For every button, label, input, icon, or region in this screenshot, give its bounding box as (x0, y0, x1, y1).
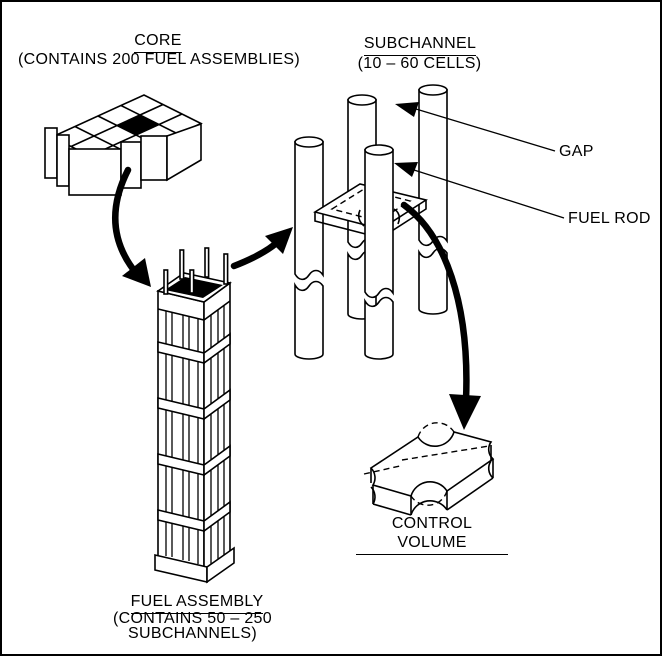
arrow-core-to-fuel-assembly (112, 166, 151, 287)
core-illustration (44, 94, 203, 196)
subchannel-illustration (294, 84, 448, 360)
core-title: CORE (102, 32, 214, 53)
control-volume-hidden-edges (363, 445, 490, 475)
fuel-rod-label: FUEL ROD (568, 210, 651, 227)
fuel-rod-front (364, 144, 394, 360)
control-volume-top-face (369, 431, 495, 497)
fuel-rod-callout-line (394, 162, 565, 219)
gap-label: GAP (559, 143, 594, 160)
control-volume-label-text: CONTROL VOLUME (356, 515, 508, 555)
fuel-assembly-subtitle-line1: (CONTAINS 50 – 250 (113, 610, 272, 627)
fuel-assembly-right-face (203, 281, 231, 575)
gap-callout-line (395, 102, 556, 152)
core-front-block-center (68, 148, 122, 196)
core-highlighted-assembly-cell (117, 115, 159, 135)
control-volume-hidden-arc-back (417, 422, 455, 438)
subchannel-subtitle: (10 – 60 CELLS) (357, 55, 482, 72)
fuel-assembly-title-text: FUEL ASSEMBLY (130, 593, 264, 614)
control-volume-label: CONTROL VOLUME (356, 515, 508, 555)
fuel-assembly-subtitle-line2: SUBCHANNELS) (128, 625, 257, 642)
fuel-assembly-channel-lines-left (165, 311, 199, 564)
fuel-assembly-left-face (157, 289, 205, 575)
core-front-step-1 (44, 127, 58, 179)
core-subtitle: (CONTAINS 200 FUEL ASSEMBLIES) (18, 51, 300, 68)
slab-rod-notch-arcs (357, 208, 401, 227)
control-volume-illustration (363, 422, 495, 516)
fuel-assembly-top-band (157, 300, 231, 321)
core-right-side-face (166, 122, 202, 182)
core-title-text: CORE (134, 32, 182, 53)
arrow-fuel-assembly-to-subchannel (230, 227, 293, 270)
fuel-assembly-illustration (154, 247, 235, 584)
fuel-rod-left (294, 136, 324, 360)
control-volume-hidden-arc-front (410, 490, 448, 506)
subchannel-title: SUBCHANNEL (355, 35, 485, 56)
arrow-subchannel-to-control-volume (400, 201, 481, 430)
fuel-assembly-base-side (206, 546, 235, 584)
core-front-step-2 (56, 134, 70, 187)
core-front-block-right (140, 135, 168, 181)
fuel-assembly-spacer-grids (157, 332, 231, 533)
control-volume-walls (370, 445, 494, 516)
fuel-assembly-guide-pins (163, 247, 229, 295)
subchannel-title-text: SUBCHANNEL (363, 35, 477, 56)
fuel-assembly-title: FUEL ASSEMBLY (127, 593, 267, 614)
